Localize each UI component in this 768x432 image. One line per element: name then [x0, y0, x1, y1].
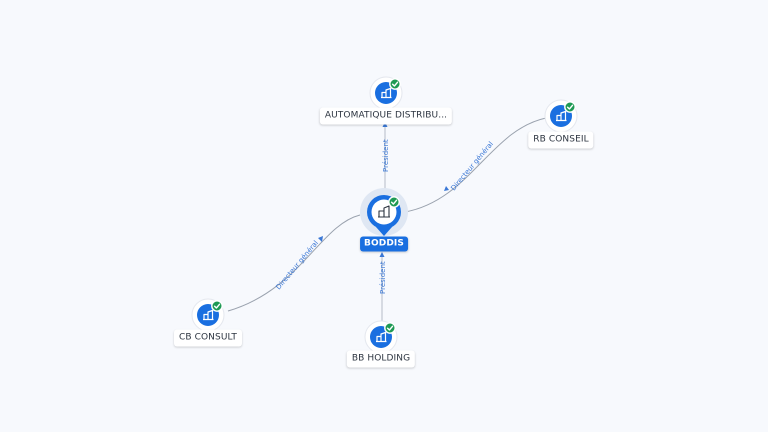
relation-label: Président: [382, 139, 390, 172]
edge-cbconsult-central: [227, 214, 361, 312]
company-label-bbholding[interactable]: BB HOLDING: [346, 350, 416, 368]
building-icon: [556, 110, 567, 122]
company-node-bbholding[interactable]: [364, 320, 398, 354]
company-label-rbconseil[interactable]: RB CONSEIL: [528, 131, 594, 149]
verified-check-icon: [564, 101, 576, 113]
central-company-label[interactable]: BODDIS: [360, 236, 408, 252]
verified-check-icon: [388, 196, 400, 208]
company-node-rbconseil[interactable]: [544, 99, 578, 133]
arrow-bbholding: [379, 252, 385, 257]
relation-label: Directeur général: [449, 140, 495, 192]
building-icon: [376, 331, 387, 343]
building-icon: [381, 87, 392, 99]
relation-label: Directeur général: [274, 239, 320, 291]
verified-check-icon: [384, 322, 396, 334]
central-node[interactable]: [360, 188, 408, 236]
company-node-cbconsult[interactable]: [191, 298, 225, 332]
company-label-cbconsult[interactable]: CB CONSULT: [174, 329, 242, 347]
verified-check-icon: [211, 300, 223, 312]
company-label-automatique[interactable]: AUTOMATIQUE DISTRIBU...: [319, 107, 453, 125]
arrow-cbconsult: [318, 236, 323, 242]
edge-rbconseil-central: [404, 117, 547, 213]
company-node-automatique[interactable]: [369, 76, 403, 110]
building-icon: [203, 309, 214, 321]
arrow-rbconseil: [444, 186, 449, 191]
building-icon: [378, 205, 390, 218]
verified-check-icon: [389, 78, 401, 90]
relation-label: Président: [379, 261, 387, 294]
pin-tip: [376, 227, 392, 236]
arrow-automatique: [382, 122, 388, 127]
